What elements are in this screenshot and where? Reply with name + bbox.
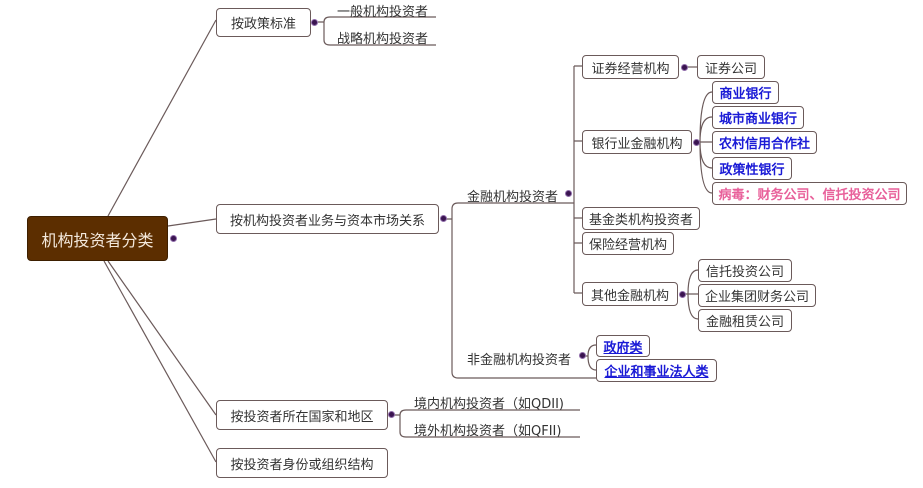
node-other-financial[interactable]: 其他金融机构 bbox=[582, 282, 678, 306]
leaf-strategic-institutional-investor[interactable]: 战略机构投资者 bbox=[337, 32, 429, 47]
root-node[interactable]: 机构投资者分类 bbox=[27, 216, 168, 261]
collapse-toggle-other[interactable] bbox=[679, 291, 686, 298]
node-label: 证券公司 bbox=[704, 61, 757, 77]
node-label: 证券经营机构 bbox=[591, 61, 670, 77]
node-label: 按机构投资者业务与资本市场关系 bbox=[229, 213, 425, 229]
node-label: 按政策标准 bbox=[230, 17, 296, 32]
node-label: 保险经营机构 bbox=[588, 238, 667, 253]
collapse-toggle-policy[interactable] bbox=[311, 19, 318, 26]
node-securities-company[interactable]: 证券公司 bbox=[697, 55, 765, 79]
node-by-region[interactable]: 按投资者所在国家和地区 bbox=[216, 400, 388, 430]
node-banking-note[interactable]: 病毒：财务公司、信托投资公司 bbox=[712, 182, 907, 205]
node-financial-leasing-company[interactable]: 金融租赁公司 bbox=[698, 309, 792, 332]
node-label: 银行业金融机构 bbox=[591, 136, 683, 152]
node-label: 其他金融机构 bbox=[590, 288, 669, 304]
node-label: 按投资者身份或组织结构 bbox=[230, 457, 374, 473]
node-by-identity[interactable]: 按投资者身份或组织结构 bbox=[216, 448, 388, 478]
node-by-business-relation[interactable]: 按机构投资者业务与资本市场关系 bbox=[216, 204, 439, 234]
node-label: 农村信用合作社 bbox=[718, 137, 810, 152]
node-enterprise-institution[interactable]: 企业和事业法人类 bbox=[596, 359, 717, 382]
connector-region-children bbox=[394, 409, 580, 438]
collapse-toggle-securities[interactable] bbox=[681, 64, 688, 71]
node-label: 商业银行 bbox=[719, 87, 772, 102]
node-policy-bank[interactable]: 政策性银行 bbox=[712, 157, 792, 180]
collapse-toggle-financial[interactable] bbox=[565, 190, 572, 197]
node-insurance-institution[interactable]: 保险经营机构 bbox=[582, 232, 674, 255]
root-label: 机构投资者分类 bbox=[41, 230, 154, 250]
leaf-foreign-qfii[interactable]: 境外机构投资者（如QFII) bbox=[414, 424, 562, 439]
node-label: 城市商业银行 bbox=[718, 112, 797, 127]
node-nonfinancial-investors[interactable]: 非金融机构投资者 bbox=[467, 353, 572, 368]
collapse-toggle-nonfinancial[interactable] bbox=[579, 352, 586, 359]
node-label: 政策性银行 bbox=[719, 163, 785, 178]
collapse-toggle-region[interactable] bbox=[388, 411, 395, 418]
node-label: 企业集团财务公司 bbox=[704, 290, 809, 305]
leaf-domestic-qdii[interactable]: 境内机构投资者（如QDII) bbox=[414, 397, 564, 412]
node-rural-credit-cooperative[interactable]: 农村信用合作社 bbox=[712, 131, 817, 154]
node-label: 金融租赁公司 bbox=[705, 315, 784, 330]
node-group-finance-company[interactable]: 企业集团财务公司 bbox=[698, 284, 816, 307]
connector-policy-children bbox=[318, 16, 436, 46]
connector-other-fan bbox=[684, 269, 699, 320]
connector-financial-trunk bbox=[573, 65, 582, 294]
node-trust-investment-company[interactable]: 信托投资公司 bbox=[698, 259, 792, 282]
node-label: 按投资者所在国家和地区 bbox=[230, 409, 374, 425]
node-banking-institution[interactable]: 银行业金融机构 bbox=[582, 130, 692, 154]
connector-root-business bbox=[167, 218, 217, 227]
connector-root-identity bbox=[103, 260, 217, 463]
node-commercial-bank[interactable]: 商业银行 bbox=[712, 81, 779, 104]
node-label: 政府类 bbox=[603, 340, 643, 356]
node-label: 基金类机构投资者 bbox=[588, 213, 693, 228]
connector-root-policy bbox=[107, 19, 217, 217]
collapse-toggle-business[interactable] bbox=[440, 215, 447, 222]
connector-business-split bbox=[446, 202, 597, 379]
leaf-general-institutional-investor[interactable]: 一般机构投资者 bbox=[337, 5, 429, 20]
node-city-commercial-bank[interactable]: 城市商业银行 bbox=[712, 106, 804, 129]
node-financial-investors[interactable]: 金融机构投资者 bbox=[467, 190, 559, 205]
node-label: 企业和事业法人类 bbox=[604, 365, 709, 380]
node-securities-institution[interactable]: 证券经营机构 bbox=[582, 55, 679, 79]
node-label: 病毒：财务公司、信托投资公司 bbox=[718, 188, 901, 203]
connector-root-region bbox=[107, 260, 217, 416]
node-label: 信托投资公司 bbox=[705, 265, 784, 280]
node-fund-investor[interactable]: 基金类机构投资者 bbox=[582, 207, 700, 230]
collapse-toggle-root[interactable] bbox=[170, 235, 177, 242]
node-by-policy[interactable]: 按政策标准 bbox=[216, 8, 311, 37]
collapse-toggle-banking[interactable] bbox=[693, 139, 700, 146]
node-government[interactable]: 政府类 bbox=[596, 335, 650, 357]
